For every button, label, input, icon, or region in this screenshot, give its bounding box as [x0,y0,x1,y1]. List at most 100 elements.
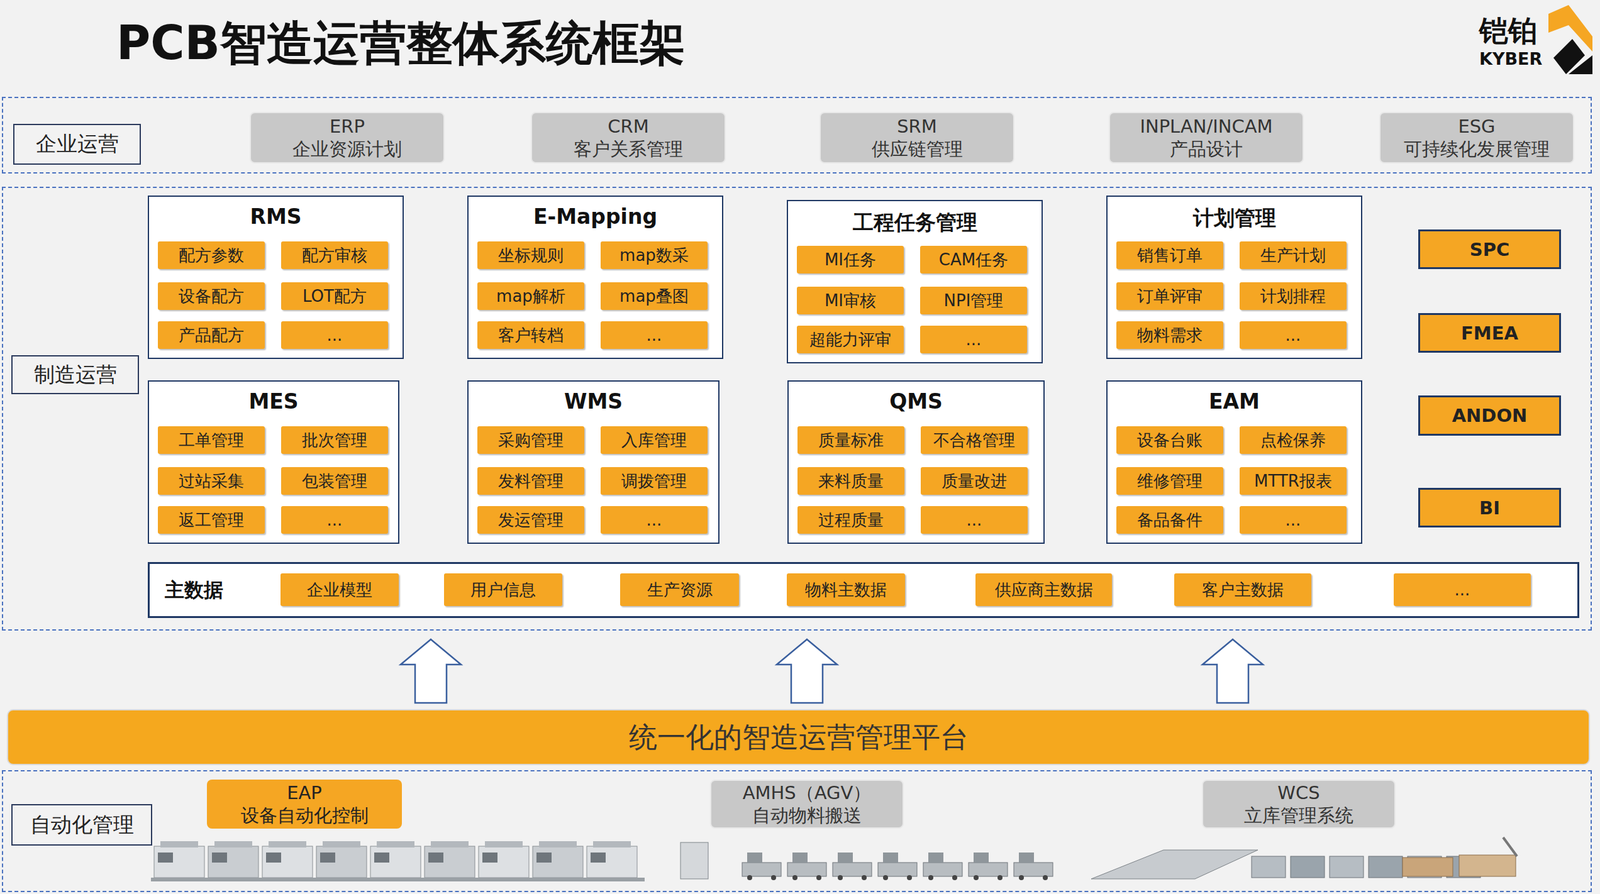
agv-load [837,852,853,863]
system-code: EAP [286,781,323,805]
function-item: 物料需求 [1116,321,1224,350]
function-item: ... [600,506,708,534]
box-text: ... [1454,580,1471,600]
function-item: 过程质量 [797,506,905,534]
box-text: 点检保养 [1260,429,1326,452]
box-text: 过程质量 [818,509,884,532]
box-text: LOT配方 [302,285,367,308]
function-item: ... [1239,321,1347,350]
module-title-row: WMS [468,389,719,414]
function-item: ... [1239,506,1347,534]
production-machine [532,846,584,878]
box-text: 设备自动化控制 [240,804,369,828]
box-text: map数采 [619,244,689,267]
box-text: 生产计划 [1260,244,1326,267]
agv-load [747,852,763,863]
machine-top [268,841,307,848]
module-box: 工程任务管理MI任务CAM任务MI审核NPI管理超能力评审... [786,200,1043,364]
machine-panel [428,852,444,863]
function-item: ... [920,506,1028,534]
box-text: 立库管理系统 [1244,804,1354,828]
box-text: 物料主数据 [805,579,887,602]
agv-load [792,852,808,863]
box-text: ... [327,325,343,345]
function-item: 企业模型 [280,573,399,607]
box-text: 过站采集 [178,470,245,493]
module-title: WMS [564,389,623,414]
machine-top [593,841,631,848]
production-machine [208,846,259,878]
system-code: ERP [329,115,365,138]
production-machine [316,846,367,878]
agv-wheel [861,875,867,881]
machine-top [538,841,577,848]
block-arrow [776,639,838,704]
production-machine [586,846,638,878]
box-text: 计划排程 [1260,285,1326,308]
box-text: 工单管理 [178,429,245,452]
region-panel: 自动化管理EAP设备自动化控制AMHS（AGV）自动物料搬送WCS立库管理系统 [1,770,1592,893]
function-item: MI任务 [796,245,904,274]
box-text: 客户关系管理 [573,137,684,161]
box-text: 设备配方 [178,285,245,308]
box-text: ANDON [1452,405,1528,427]
box-text: 供应商主数据 [994,579,1094,602]
box-text: 配方审核 [301,244,368,267]
agv-load [973,852,989,863]
function-item: ... [600,321,708,350]
box-text: 销售订单 [1137,244,1203,267]
box-text: 批次管理 [301,429,368,452]
storage-rack [1290,856,1325,878]
function-item: 用户信息 [444,573,563,607]
machine-unit [680,842,709,880]
function-item: 配方审核 [281,241,389,270]
module-title-row: QMS [788,389,1044,414]
box-text: ... [327,510,343,530]
function-item: ... [281,321,389,350]
box-text: 客户主数据 [1201,579,1284,602]
function-item: 调拨管理 [600,467,708,495]
box-text: ... [966,510,983,530]
logo-mark [1553,38,1585,75]
production-machine [154,846,205,878]
production-machine [478,846,529,878]
function-item: 订单评审 [1116,282,1224,311]
tool-box: ANDON [1418,395,1562,436]
box-text: 来料质量 [818,470,884,493]
box-text: 企业模型 [306,579,373,602]
box-text: SPC [1469,238,1510,261]
function-item: 生产计划 [1239,241,1347,270]
box-text: 产品配方 [178,324,245,347]
storage-rack [1368,856,1403,878]
system-code: CRM [607,115,649,138]
platform-band: 统一化的智造运营管理平台 [6,709,1590,766]
module-title: EAM [1208,389,1260,414]
machine-panel [374,852,390,863]
system-box: ESG可持续化发展管理 [1379,111,1575,164]
cargo-box [1459,855,1516,877]
function-item: ... [1393,573,1531,607]
module-box: E-Mapping坐标规则map数采map解析map叠图客户转档... [467,195,724,360]
box-text: 不合格管理 [933,429,1016,452]
tool-box: FMEA [1418,313,1562,353]
agv-cart [787,862,827,877]
box-text: 供应链管理 [871,137,963,161]
box-text: 返工管理 [178,509,245,532]
box-text: 统一化的智造运营管理平台 [628,718,969,757]
box-text: ... [1285,510,1302,530]
master-data-title: 主数据 [164,577,224,604]
agv-wheel [928,875,934,881]
box-text: ... [646,325,663,345]
agv-cart [923,862,963,877]
function-item: 点检保养 [1239,426,1347,455]
region-panel: 制造运营RMS配方参数配方审核设备配方LOT配方产品配方...E-Mapping… [1,186,1592,631]
module-title: E-Mapping [533,204,658,229]
machine-top [214,841,253,848]
storage-rack [1251,856,1286,878]
master-data-title-row: 主数据 [164,564,224,617]
production-machine [370,846,421,878]
box-text: ... [1285,325,1302,345]
agv-wheel [952,875,958,881]
function-item: map叠图 [600,282,708,311]
